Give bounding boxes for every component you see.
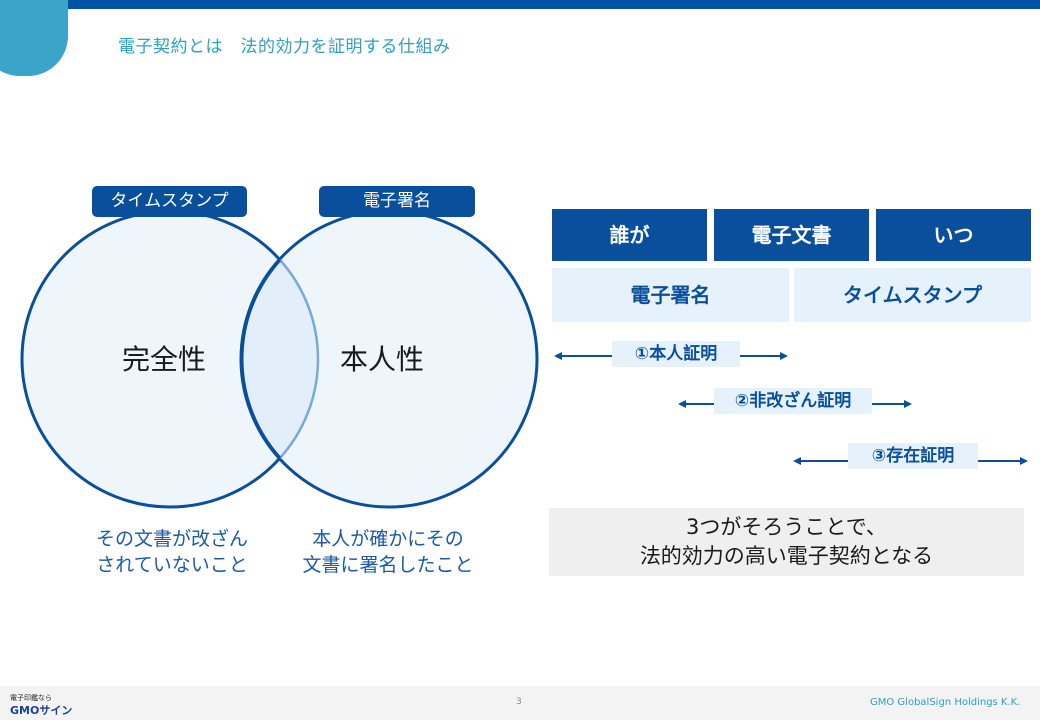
venn-diagram bbox=[20, 209, 539, 509]
timestamp-tag: タイムスタンプ bbox=[92, 186, 247, 217]
footer-bar bbox=[0, 686, 1040, 720]
page-title: 電子契約とは 法的効力を証明する仕組み bbox=[118, 37, 451, 57]
top-accent-bar bbox=[0, 0, 1040, 9]
integrity-label: 完全性 bbox=[122, 343, 207, 376]
logo-tagline: 電子印鑑なら bbox=[10, 694, 52, 702]
proof-integrity-label: ②非改ざん証明 bbox=[714, 388, 872, 414]
summary-box: 3つがそろうことで、 法的効力の高い電子契約となる bbox=[549, 508, 1024, 576]
venn-right-arc-overlap bbox=[240, 258, 282, 460]
summary-line2: 法的効力の高い電子契約となる bbox=[639, 544, 934, 568]
proof-existence-label: ③存在証明 bbox=[848, 443, 978, 469]
venn-overlap bbox=[242, 260, 318, 458]
gmo-sign-logo: GMOサイン bbox=[10, 704, 73, 717]
header-who: 誰が bbox=[552, 209, 707, 261]
authenticity-label: 本人性 bbox=[340, 343, 425, 376]
page-number: 3 bbox=[516, 697, 522, 707]
venn-left-arc-overlap bbox=[279, 259, 320, 459]
header-document: 電子文書 bbox=[714, 209, 869, 261]
summary-line1: 3つがそろうことで、 bbox=[686, 515, 887, 539]
e-signature-tag: 電子署名 bbox=[319, 186, 475, 217]
integrity-caption: その文書が改ざん されていないこと bbox=[95, 528, 248, 576]
corner-decoration bbox=[0, 0, 68, 76]
proof-identity-label: ①本人証明 bbox=[612, 341, 740, 367]
sub-timestamp: タイムスタンプ bbox=[794, 268, 1031, 322]
header-when: いつ bbox=[876, 209, 1031, 261]
authenticity-caption: 本人が確かにその 文書に署名したこと bbox=[302, 528, 474, 576]
company-name: GMO GlobalSign Holdings K.K. bbox=[870, 697, 1021, 708]
proof-arrows bbox=[554, 352, 1028, 465]
sub-e-signature: 電子署名 bbox=[552, 268, 789, 322]
